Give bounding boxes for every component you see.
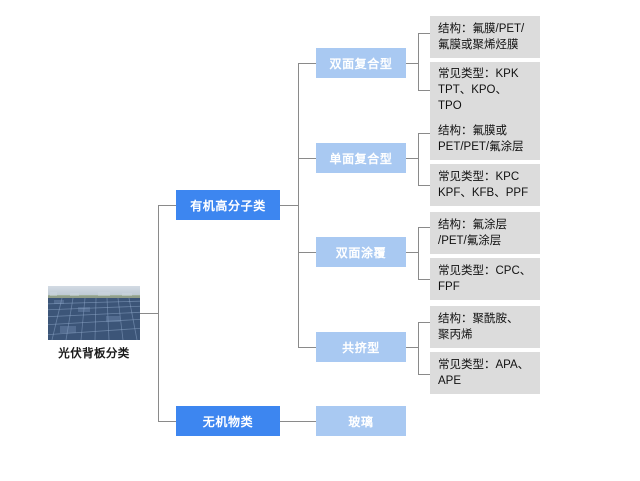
connector-root-trunk bbox=[158, 205, 159, 421]
detail-box-text: 结构：聚酰胺、 聚丙烯 bbox=[438, 313, 519, 341]
connector-branch2-to-child-1 bbox=[280, 421, 316, 422]
connector-child1-trunk bbox=[418, 33, 419, 90]
connector-branch1-stub bbox=[280, 205, 298, 206]
child-node-double-sided-composite-label: 双面复合型 bbox=[329, 56, 393, 71]
child-node-glass-label: 玻璃 bbox=[348, 414, 374, 429]
connector-child2-to-detail-2 bbox=[418, 185, 430, 186]
connector-branch1-to-child-4 bbox=[298, 347, 316, 348]
connector-child2-stub bbox=[406, 158, 418, 159]
connector-branch1-to-child-3 bbox=[298, 252, 316, 253]
root-label: 光伏背板分类 bbox=[58, 348, 130, 360]
branch-node-inorganic[interactable]: 无机物类 bbox=[176, 406, 280, 436]
detail-box: 常见类型：CPC、 FPF bbox=[430, 258, 540, 300]
connector-child3-trunk bbox=[418, 227, 419, 279]
connector-child3-stub bbox=[406, 252, 418, 253]
connector-branch1-to-child-2 bbox=[298, 158, 316, 159]
branch-node-inorganic-label: 无机物类 bbox=[202, 414, 254, 429]
child-node-coextruded-label: 共挤型 bbox=[342, 340, 380, 355]
child-node-single-sided-composite-label: 单面复合型 bbox=[329, 151, 393, 166]
connector-root-to-branch-2 bbox=[158, 421, 176, 422]
connector-child2-to-detail-1 bbox=[418, 133, 430, 134]
connector-child3-to-detail-1 bbox=[418, 227, 430, 228]
detail-box: 常见类型：KPK TPT、KPO、 TPO bbox=[430, 62, 540, 118]
connector-branch1-to-child-1 bbox=[298, 63, 316, 64]
connector-child4-trunk bbox=[418, 322, 419, 374]
branch-node-organic-polymer[interactable]: 有机高分子类 bbox=[176, 190, 280, 220]
branch-node-organic-polymer-label: 有机高分子类 bbox=[190, 198, 266, 213]
solar-farm-photo-icon bbox=[48, 286, 140, 340]
detail-box: 结构：氟涂层 /PET/氟涂层 bbox=[430, 212, 540, 254]
connector-child1-stub bbox=[406, 63, 418, 64]
detail-box: 结构：聚酰胺、 聚丙烯 bbox=[430, 306, 540, 348]
child-node-double-sided-coating[interactable]: 双面涂覆 bbox=[316, 237, 406, 267]
detail-box-text: 常见类型：KPK TPT、KPO、 TPO bbox=[438, 68, 519, 112]
child-node-coextruded[interactable]: 共挤型 bbox=[316, 332, 406, 362]
connector-child1-to-detail-1 bbox=[418, 33, 430, 34]
connector-child4-stub bbox=[406, 347, 418, 348]
connector-root-stub bbox=[140, 313, 158, 314]
detail-box-text: 常见类型：KPC KPF、KFB、PPF bbox=[438, 171, 529, 199]
detail-box-text: 结构：氟涂层 /PET/氟涂层 bbox=[438, 219, 507, 247]
detail-box-text: 常见类型：CPC、 FPF bbox=[438, 265, 532, 293]
detail-box-text: 结构：氟膜/PET/ 氟膜或聚烯烃膜 bbox=[438, 23, 525, 51]
connector-child4-to-detail-2 bbox=[418, 374, 430, 375]
detail-box-text: 常见类型：APA、 APE bbox=[438, 359, 530, 387]
root-node[interactable]: 光伏背板分类 bbox=[48, 286, 140, 361]
detail-box-text: 结构：氟膜或 PET/PET/氟涂层 bbox=[438, 125, 524, 153]
child-node-glass[interactable]: 玻璃 bbox=[316, 406, 406, 436]
connector-child1-to-detail-2 bbox=[418, 90, 430, 91]
child-node-double-sided-coating-label: 双面涂覆 bbox=[335, 245, 387, 260]
connector-root-to-branch-1 bbox=[158, 205, 176, 206]
connector-child4-to-detail-1 bbox=[418, 322, 430, 323]
detail-box: 结构：氟膜或 PET/PET/氟涂层 bbox=[430, 118, 540, 160]
detail-box: 结构：氟膜/PET/ 氟膜或聚烯烃膜 bbox=[430, 16, 540, 58]
child-node-single-sided-composite[interactable]: 单面复合型 bbox=[316, 143, 406, 173]
connector-branch1-trunk bbox=[298, 63, 299, 347]
detail-box: 常见类型：KPC KPF、KFB、PPF bbox=[430, 164, 540, 206]
connector-child3-to-detail-2 bbox=[418, 279, 430, 280]
connector-child2-trunk bbox=[418, 133, 419, 185]
detail-box: 常见类型：APA、 APE bbox=[430, 352, 540, 394]
child-node-double-sided-composite[interactable]: 双面复合型 bbox=[316, 48, 406, 78]
